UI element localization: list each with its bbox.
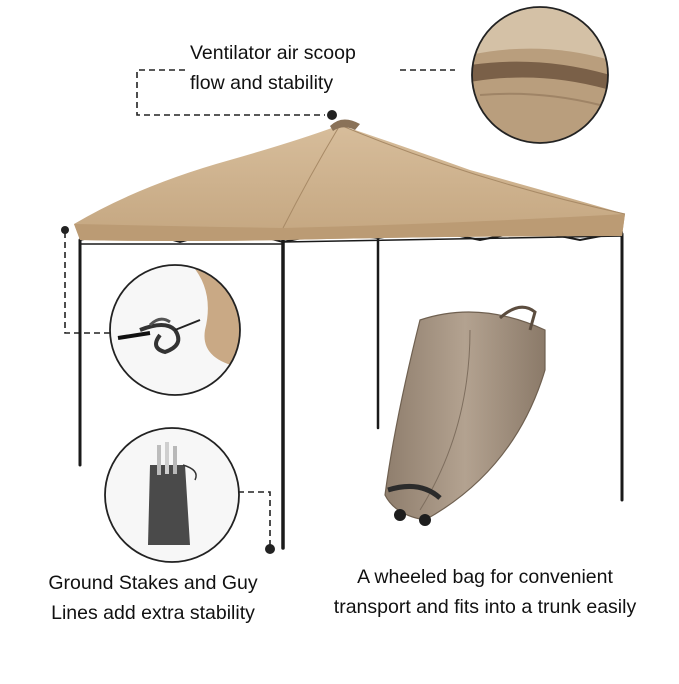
vent-leader-line [136,69,455,116]
stakes-callout [104,427,240,563]
stake-leader-line [238,491,271,545]
ventilator-caption: Ventilator air scoop flow and stability [190,38,410,98]
stakes-caption: Ground Stakes and Guy Lines add extra st… [18,568,288,628]
ventilator-caption-line2: flow and stability [190,72,334,94]
canopy-top [74,119,626,241]
wheeled-bag [384,305,546,526]
rope-leader-line [64,232,110,334]
stakes-caption-line2: Lines add extra stability [51,602,255,624]
vent-marker-dot [327,110,337,120]
bag-caption: A wheeled bag for convenient transport a… [300,562,670,622]
bag-wheel [419,514,431,526]
bag-wheel [394,509,406,521]
rope-marker-dot [61,226,69,234]
ventilator-callout [471,6,609,144]
ventilator-caption-line1: Ventilator air scoop [190,42,356,64]
stake-marker-dot [265,544,275,554]
stakes-caption-line1: Ground Stakes and Guy [48,572,258,594]
bag-caption-line2: transport and fits into a trunk easily [333,596,637,618]
rope-callout [109,264,241,396]
bag-caption-line1: A wheeled bag for convenient [357,566,613,588]
